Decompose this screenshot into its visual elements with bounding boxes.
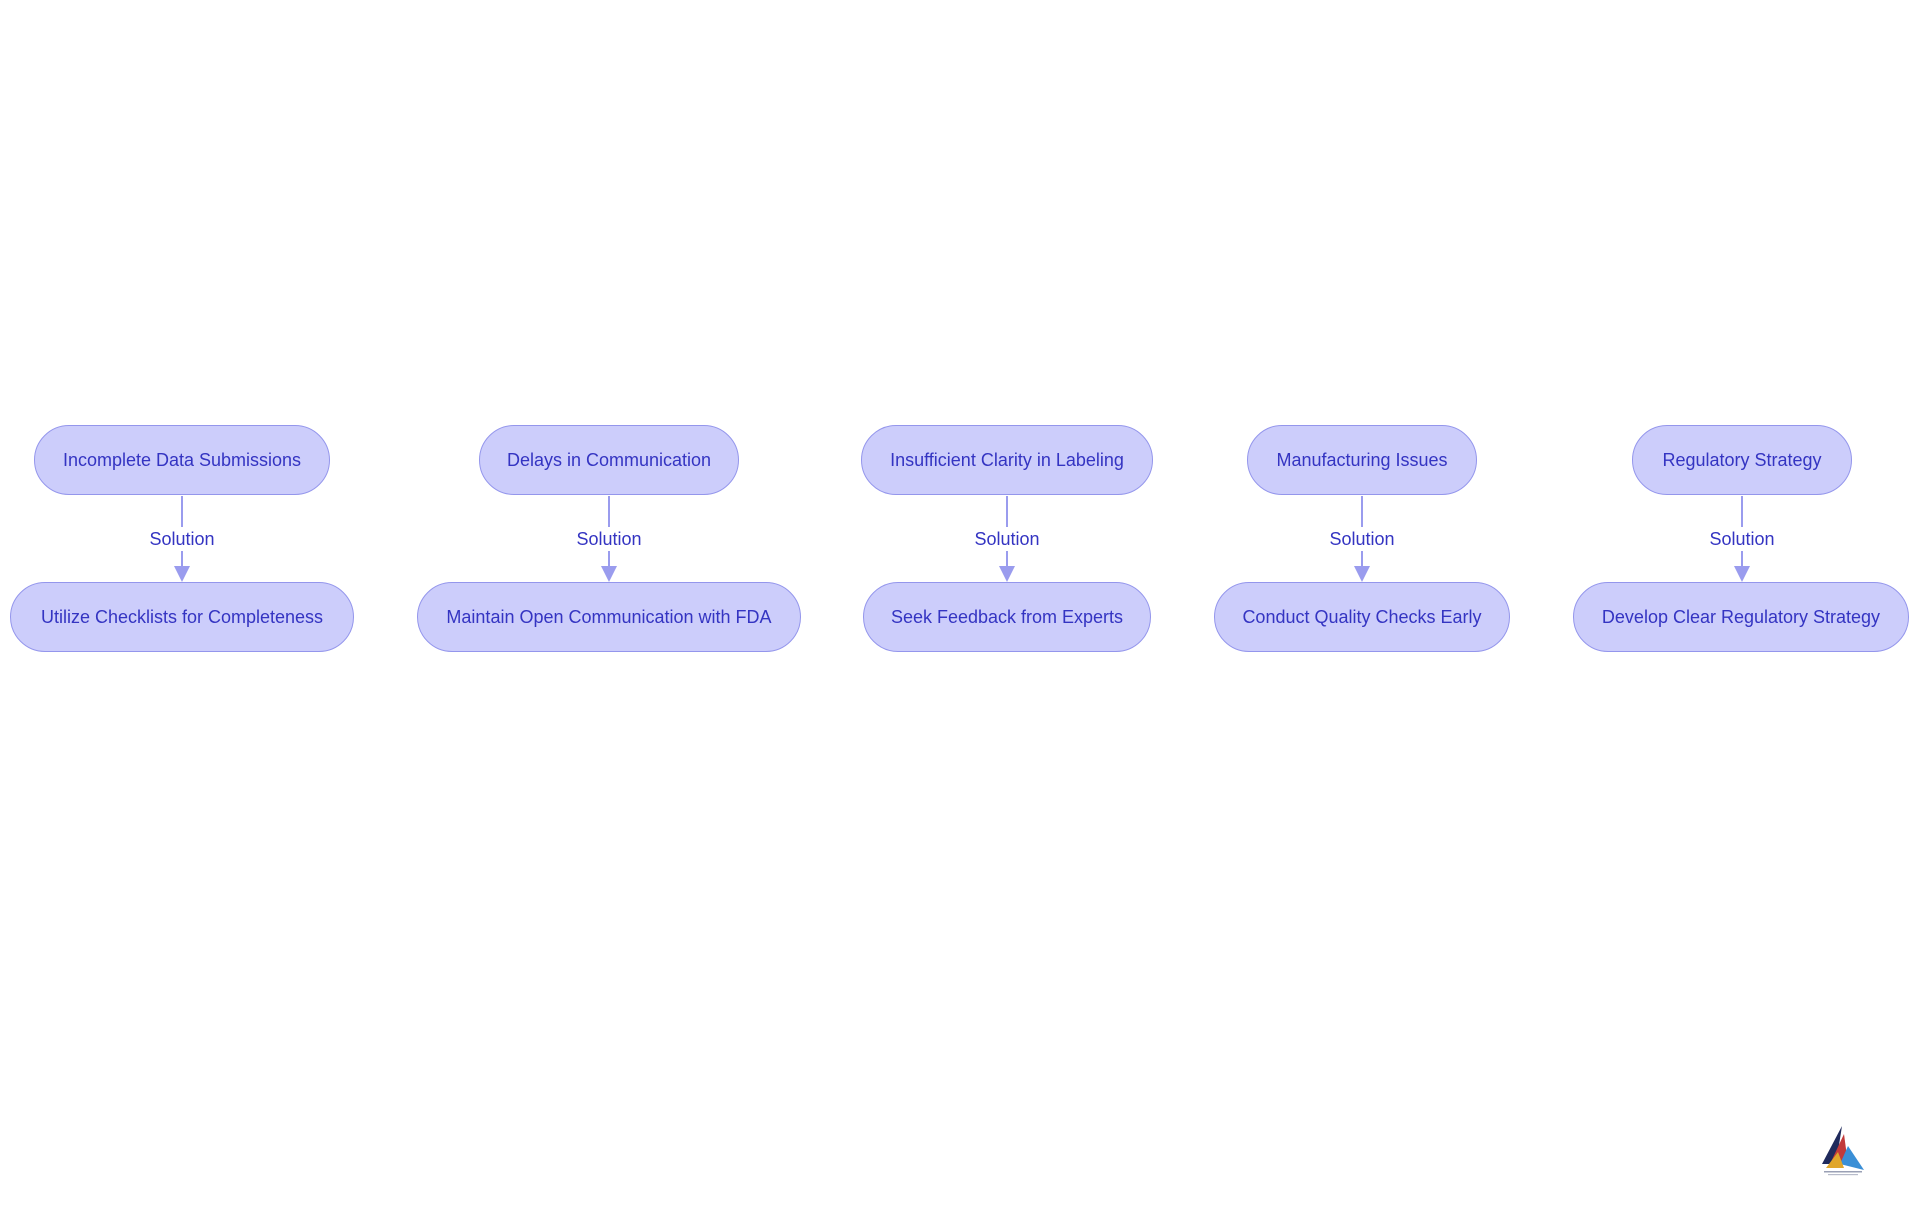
company-logo-icon — [1822, 1126, 1864, 1176]
edge-arrow-icon — [1734, 566, 1750, 582]
edge-arrow-icon — [999, 566, 1015, 582]
edge-label: Solution — [1302, 527, 1422, 551]
edge-label: Solution — [947, 527, 1067, 551]
solution-node: Conduct Quality Checks Early — [1214, 582, 1510, 652]
edge-arrow-icon — [601, 566, 617, 582]
edge-arrow-icon — [1354, 566, 1370, 582]
problem-node: Insufficient Clarity in Labeling — [861, 425, 1153, 495]
solution-node: Utilize Checklists for Completeness — [10, 582, 354, 652]
problem-node: Incomplete Data Submissions — [34, 425, 330, 495]
solution-node: Seek Feedback from Experts — [863, 582, 1151, 652]
edge-label: Solution — [549, 527, 669, 551]
problem-node: Manufacturing Issues — [1247, 425, 1477, 495]
edge-arrow-icon — [174, 566, 190, 582]
solution-node: Maintain Open Communication with FDA — [417, 582, 801, 652]
edge-label: Solution — [1682, 527, 1802, 551]
problem-node: Delays in Communication — [479, 425, 739, 495]
problem-node: Regulatory Strategy — [1632, 425, 1852, 495]
solution-node: Develop Clear Regulatory Strategy — [1573, 582, 1909, 652]
edge-label: Solution — [122, 527, 242, 551]
